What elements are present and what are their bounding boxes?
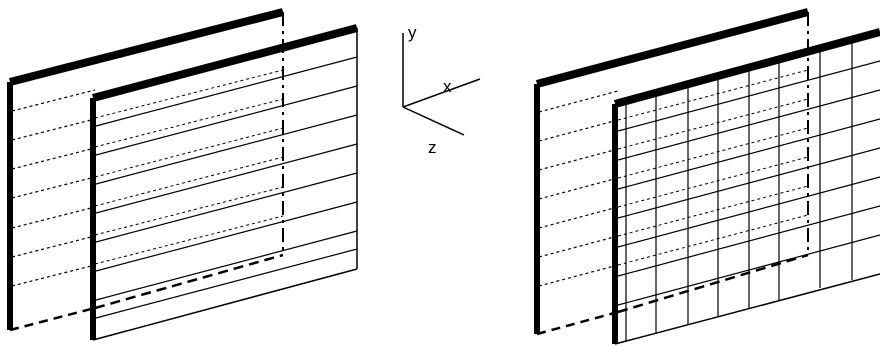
- left-back-plate-hline: [11, 89, 96, 112]
- right-back-plate-hidden-bottom: [617, 253, 809, 314]
- right-back-plate-hidden-hline: [617, 185, 809, 237]
- z-axis: [402, 106, 465, 136]
- left-front-plate-bottom-edge: [92, 268, 358, 341]
- right-back-plate-hline: [538, 177, 619, 200]
- right-back-plate-hidden-hline: [617, 127, 809, 179]
- left-back-plate-hline: [11, 206, 96, 229]
- x-axis: [402, 78, 481, 108]
- left-back-plate-hidden-hline: [94, 127, 284, 178]
- left-front-plate-hline: [95, 56, 358, 127]
- left-front-plate: [90, 24, 359, 341]
- left-front-plate-hline: [95, 172, 358, 243]
- left-back-plate-hline: [11, 118, 96, 141]
- z-axis-label: z: [428, 138, 437, 157]
- left-front-plate-hline: [95, 143, 358, 214]
- right-back-plate-hline: [538, 119, 619, 142]
- right-back-plate-hline: [538, 235, 619, 258]
- y-axis-label: y: [408, 23, 417, 42]
- right-back-plate-hidden-hline: [617, 69, 809, 121]
- right-back-plate-hidden-hline: [617, 98, 809, 150]
- left-back-plate-hidden-bottom: [94, 253, 284, 310]
- left-back-plate: [7, 8, 284, 332]
- right-back-plate-top-edge: [535, 8, 810, 88]
- left-back-plate-hline: [11, 147, 96, 170]
- x-axis-label: x: [443, 77, 452, 96]
- left-back-plate-hidden-hline: [94, 186, 284, 236]
- right-front-plate-top-edge: [613, 28, 880, 108]
- left-back-plate-hidden-hline: [94, 98, 284, 148]
- right-back-plate-hline: [538, 264, 619, 287]
- right-back-plate-hidden-hline: [617, 156, 809, 208]
- left-back-plate-bottom-edge: [9, 306, 96, 332]
- right-back-plate-hline: [538, 90, 619, 113]
- left-front-plate-hline: [95, 85, 358, 156]
- right-back-plate-hline: [538, 148, 619, 171]
- right-front-plate: [612, 28, 880, 345]
- left-back-plate-hline: [11, 264, 96, 287]
- left-front-plate-hline: [95, 201, 358, 272]
- left-back-plate-hline: [11, 176, 96, 199]
- left-front-plate-hline: [95, 114, 358, 185]
- left-back-plate-hidden-hline: [94, 69, 284, 119]
- left-back-plate-top-edge: [9, 8, 284, 86]
- right-back-plate-hline: [538, 206, 619, 229]
- left-front-plate-hline: [95, 230, 358, 301]
- right-back-plate: [534, 8, 810, 336]
- right-front-plate-bottom-edge: [614, 273, 880, 345]
- right-back-plate-bottom-edge: [536, 310, 619, 336]
- left-back-plate-hidden-hline: [94, 215, 284, 265]
- left-plate-pair: [7, 8, 359, 341]
- left-back-plate-hline: [11, 235, 96, 258]
- left-back-plate-hidden-hline: [94, 156, 284, 207]
- right-back-plate-hidden-hline: [617, 214, 809, 266]
- right-plate-pair: [534, 8, 880, 345]
- left-front-plate-hline: [95, 248, 358, 319]
- axis-triad: [402, 33, 481, 136]
- left-front-plate-top-edge: [91, 24, 359, 102]
